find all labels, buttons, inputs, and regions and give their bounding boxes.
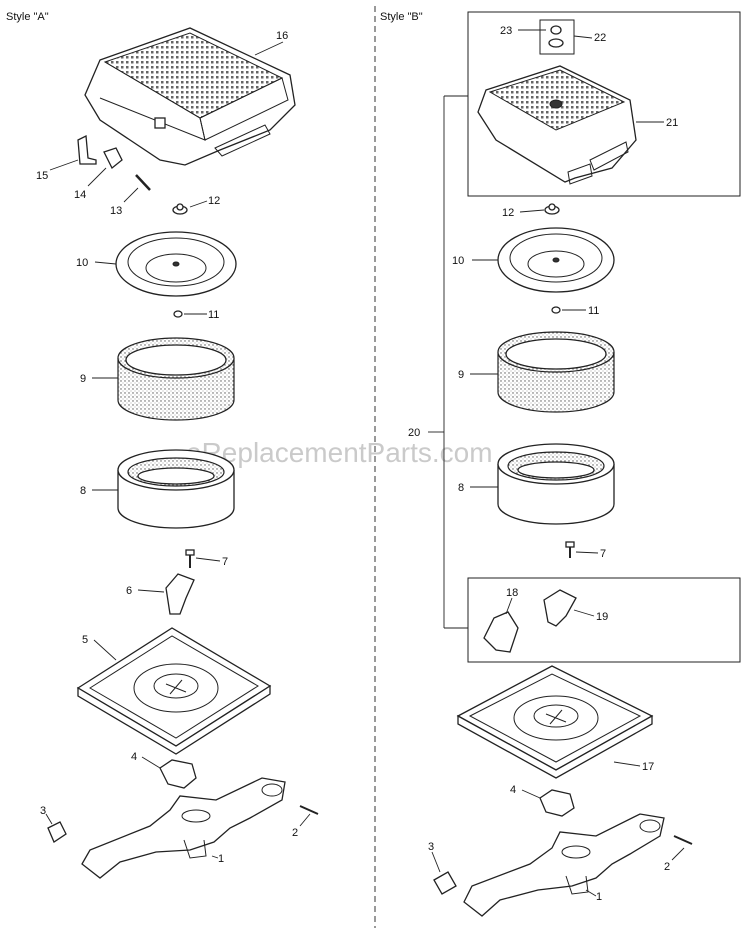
style-a-title: Style "A" [6,11,49,23]
intake-elbow-b [463,813,665,917]
pin-a [135,174,151,191]
callout-12b: 12 [502,207,514,219]
filter-cover-plate-a [115,231,237,297]
callout-10: 10 [76,257,88,269]
screw-b [565,541,575,558]
callout-4b: 4 [510,784,516,796]
clamp-a [47,821,67,843]
callout-23: 23 [500,25,512,37]
callout-22: 22 [594,32,606,44]
style-a-group: 16 15 14 13 12 10 11 [36,27,319,879]
wing-nut-b [544,203,560,215]
callout-17: 17 [642,761,654,773]
bracket-18 [483,611,519,653]
callout-19: 19 [596,611,608,623]
callout-13: 13 [110,205,122,217]
callout-21: 21 [666,117,678,129]
callout-3: 3 [40,805,46,817]
callout-8: 8 [80,485,86,497]
callout-11b: 11 [588,305,599,317]
callout-4: 4 [131,751,137,763]
callout-6: 6 [126,585,132,597]
intake-elbow-a [81,777,286,879]
callout-2b: 2 [664,861,670,873]
style-b-group: 23 22 21 20 12 [408,11,741,917]
air-cleaner-base-b [456,665,654,779]
air-filter-element-b [497,443,615,525]
callout-8b: 8 [458,482,464,494]
callout-1b: 1 [596,891,602,903]
callout-15: 15 [36,170,48,182]
callout-10b: 10 [452,255,464,267]
callout-2: 2 [292,827,298,839]
air-cleaner-cover-a [84,27,296,166]
kit-bracket-20 [428,95,468,629]
callout-11: 11 [208,309,219,321]
callout-5: 5 [82,634,88,646]
callout-9: 9 [80,373,86,385]
seal-b [551,306,561,314]
gasket-b [539,789,575,817]
breather-bracket-a [165,573,195,615]
seal-a [173,310,183,318]
callout-7: 7 [222,556,228,568]
screw-2-b [673,835,693,845]
callout-14: 14 [74,189,86,201]
callout-18: 18 [506,587,518,599]
filter-cover-plate-b [497,227,615,293]
breather-bracket-b [543,589,577,627]
bracket-kit-box [467,577,741,663]
watermark: eReplacementParts.com [186,437,493,468]
callout-7b: 7 [600,548,606,560]
callout-20: 20 [408,427,420,439]
callout-1: 1 [218,853,224,865]
callout-12: 12 [208,195,220,207]
air-filter-element-a [117,449,235,529]
gasket-a [159,759,197,789]
knob-b [539,19,575,55]
callout-9b: 9 [458,369,464,381]
callout-3b: 3 [428,841,434,853]
wing-nut-a [172,203,188,215]
bracket-a [77,134,97,165]
air-cleaner-cover-b [477,65,637,185]
clamp-b [433,871,457,895]
callout-16: 16 [276,30,288,42]
air-cleaner-base-a [76,627,272,755]
clip-a [103,147,123,170]
cover-kit-box [467,11,741,197]
precleaner-a [117,337,235,421]
style-b-title: Style "B" [380,11,423,23]
screw-2-a [299,805,319,815]
screw-a [185,549,195,568]
precleaner-b [497,331,615,413]
